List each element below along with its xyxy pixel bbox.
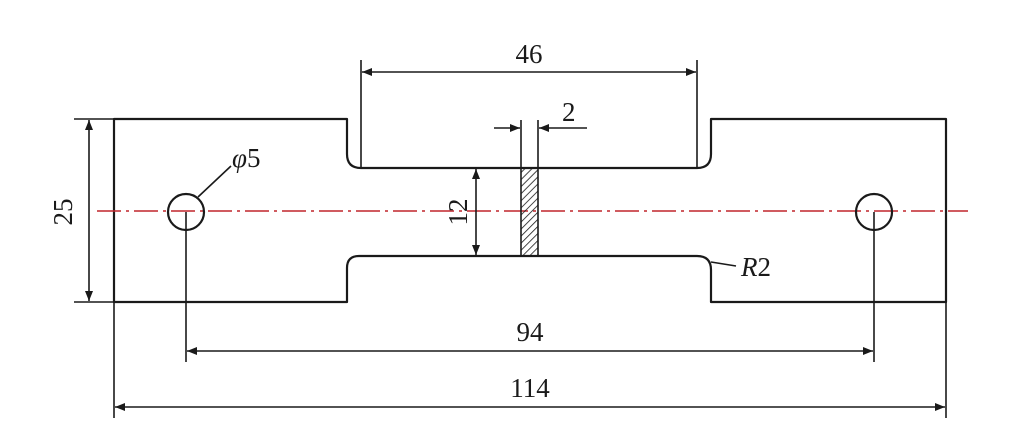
slot-section <box>520 167 539 257</box>
phi-symbol: φ <box>232 143 247 173</box>
radius-symbol: R <box>740 252 758 282</box>
phi5-leader <box>197 165 232 198</box>
dim-46-label: 46 <box>516 39 543 69</box>
phi5-label: φ5 <box>232 143 260 173</box>
phi-value: 5 <box>247 143 261 173</box>
dim-12-label: 12 <box>443 199 473 226</box>
r2-leader <box>710 261 737 267</box>
dim-94-label: 94 <box>517 317 545 347</box>
dim-25-label: 25 <box>48 199 78 226</box>
dim-114-label: 114 <box>510 373 550 403</box>
radius-value: 2 <box>758 252 772 282</box>
r2-label: R2 <box>740 252 771 282</box>
dim-2-label: 2 <box>562 97 576 127</box>
